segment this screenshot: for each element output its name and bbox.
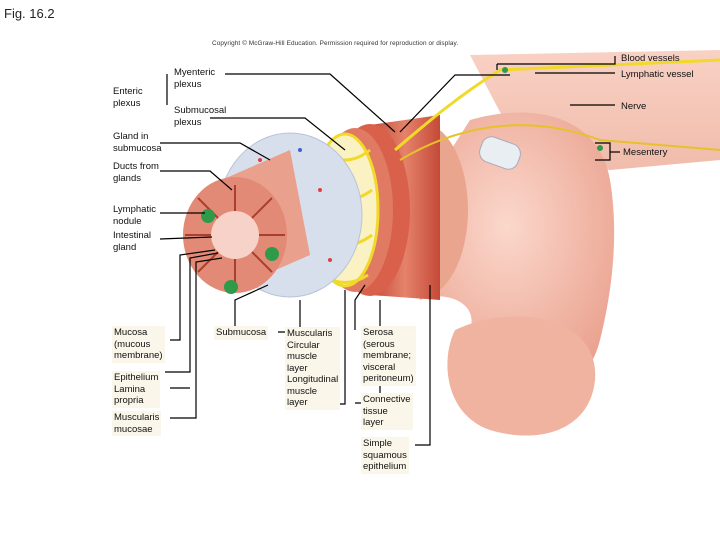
label-muscularis: Muscularis Circular muscle layer Longitu… [285,327,341,410]
label-ducts-from-glands: Ducts from glands [113,161,159,184]
label-myenteric-plexus: Myenteric plexus [174,67,216,90]
label-nerve: Nerve [621,101,647,112]
label-epithelium-lamina-propria: Epithelium Lamina propria [112,371,161,408]
intestine-lower-loop [447,316,596,436]
blood-vessel-branch [399,124,720,161]
label-muscularis-mucosae: Muscularis mucosae [112,411,162,436]
label-submucosa: Submucosa [214,326,269,340]
label-lymphatic-vessel: Lymphatic vessel [621,69,694,80]
label-simple-squamous-epithelium: Simple squamous epithelium [361,437,409,474]
label-blood-vessels: Blood vessels [621,53,680,64]
lymphatic-nodule-2 [265,247,279,261]
label-lymphatic-nodule: Lymphatic nodule [113,204,156,227]
label-enteric-plexus: Enteric plexus [113,86,143,109]
label-serosa: Serosa (serous membrane; visceral perito… [361,326,416,386]
label-gland-in-submucosa: Gland in submucosa [113,131,162,154]
copyright-notice: Copyright © McGraw-Hill Education. Permi… [212,40,459,47]
figure-title: Fig. 16.2 [4,6,55,21]
lymphatic-nodule-1 [201,209,215,223]
cut-tube [479,136,521,170]
label-connective-tissue-layer: Connective tissue layer [361,393,413,430]
lymphatic-nodule-3 [224,280,238,294]
lumen [211,211,259,259]
label-intestinal-gland: Intestinal gland [113,230,152,253]
label-mucosa: Mucosa (mucous membrane) [112,326,165,363]
nerve-branch [394,58,720,152]
label-mesentery: Mesentery [623,147,668,158]
label-submucosal-plexus: Submucosal plexus [174,105,227,128]
